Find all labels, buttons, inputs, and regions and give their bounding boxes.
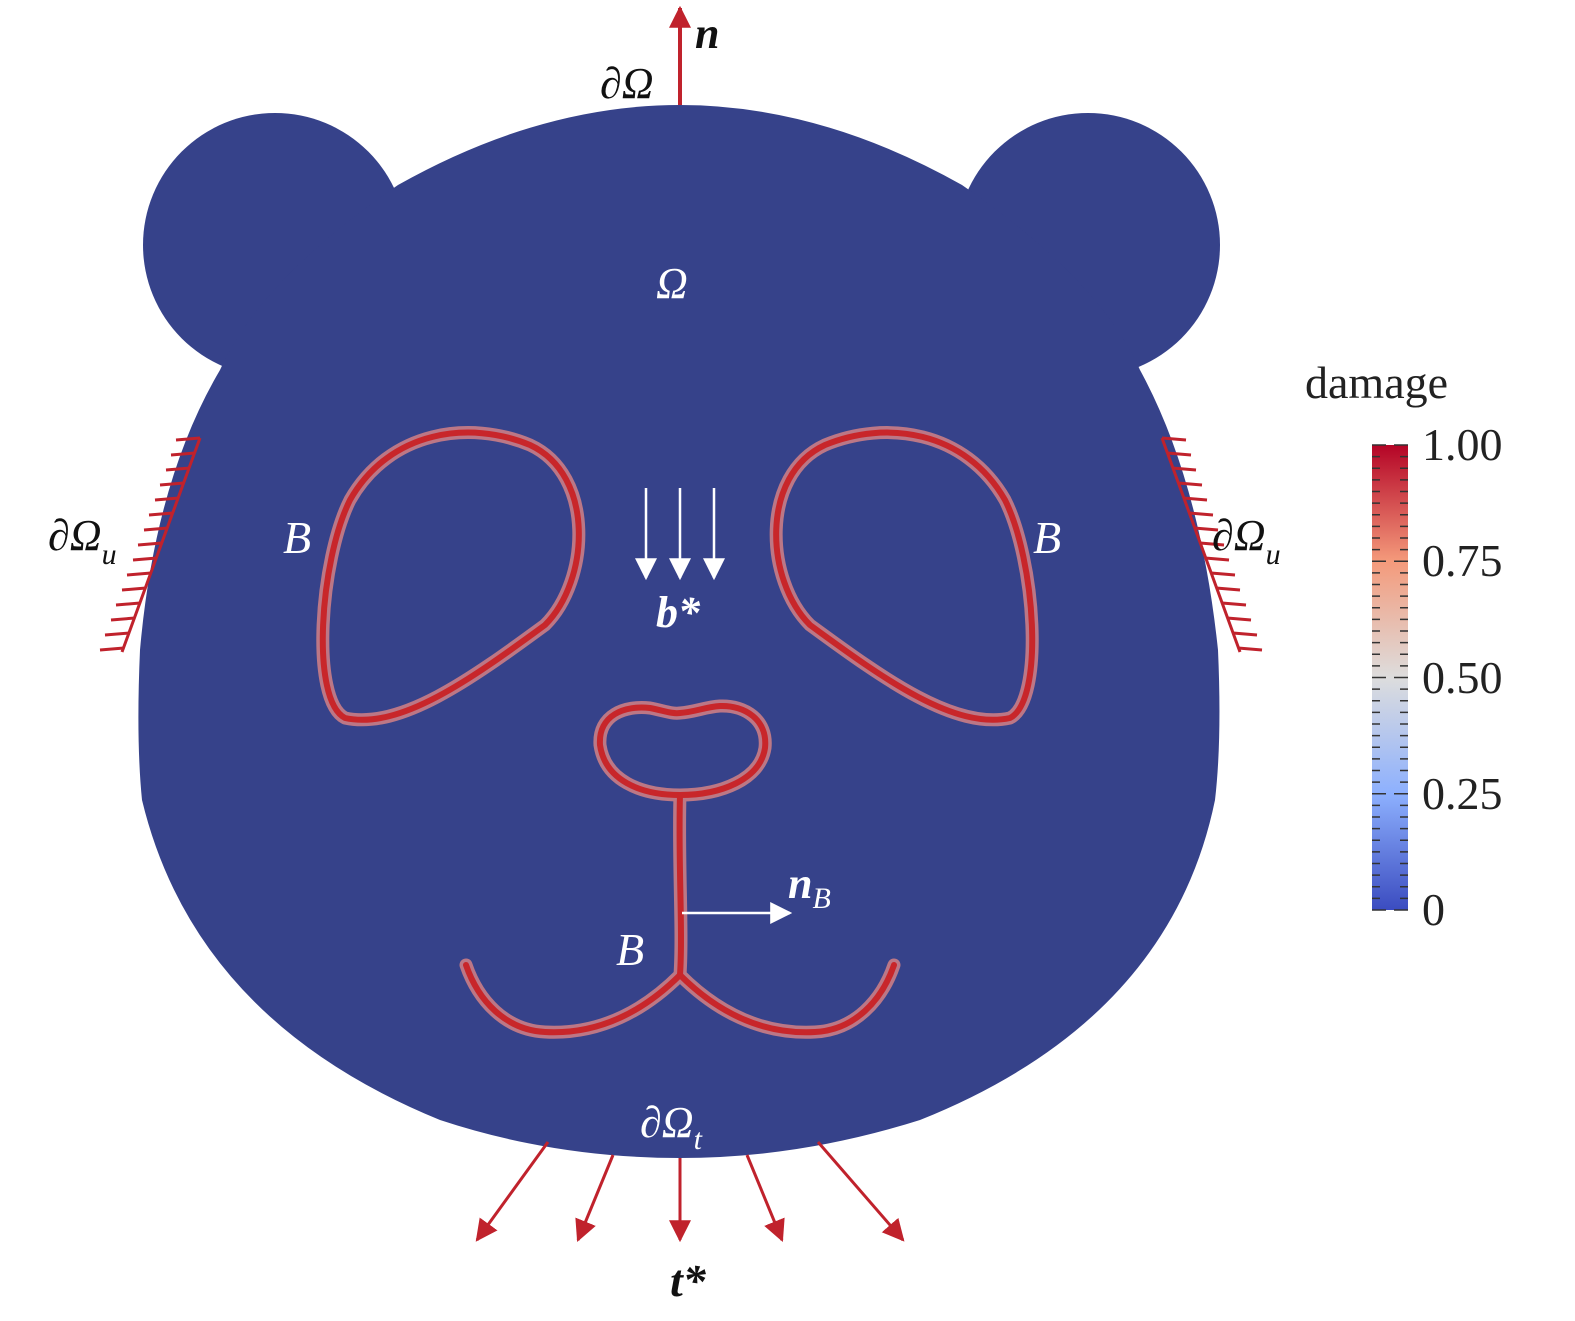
label-crack-right-eye: B [1033,512,1061,563]
cracks [316,426,1039,1039]
colorbar-title: damage [1305,357,1448,408]
label-traction: t* [670,1255,707,1306]
head [138,105,1220,1158]
label-body-force: b* [656,588,701,637]
hatching-right [1160,436,1263,653]
label-displacement-boundary-left: ∂Ωu [48,511,117,571]
label-traction-boundary: ∂Ωt [640,1098,703,1156]
label-displacement-boundary-right: ∂Ωu [1212,511,1281,571]
label-crack-mouth: B [616,924,644,975]
label-crack-left-eye: B [283,512,311,563]
traction-arrows [475,1141,905,1243]
domain-shape [138,105,1220,1158]
colorbar-tick-label: 0.75 [1422,535,1503,586]
traction-arrow [475,1141,550,1242]
label-crack-normal: nB [788,859,831,915]
colorbar-tick-label: 0.25 [1422,768,1503,819]
crack-right-eye [773,429,1036,723]
traction-arrow [816,1141,905,1242]
crack-mouth-left [463,962,683,1036]
body-force-arrows [635,488,725,581]
crack-left-eye [319,429,582,723]
label-boundary-top: ∂Ω [600,59,654,108]
hatching-left [99,436,202,653]
colorbar-tick-label: 1.00 [1422,419,1503,470]
label-normal-top: n [695,9,719,58]
crack-cores [319,429,1036,1036]
colorbar-ticks [1372,444,1408,911]
colorbar-tick-label: 0.50 [1422,652,1503,703]
crack-philtrum [676,792,684,978]
colorbar: damage 1.00 0.75 0.50 0.25 0 [1305,357,1503,935]
traction-arrow [575,1154,615,1243]
traction-arrow [745,1154,785,1243]
crack-mouth-right [677,962,897,1036]
crack-nose [596,702,769,798]
colorbar-tick-label: 0 [1422,884,1445,935]
label-domain: Ω [656,259,688,308]
